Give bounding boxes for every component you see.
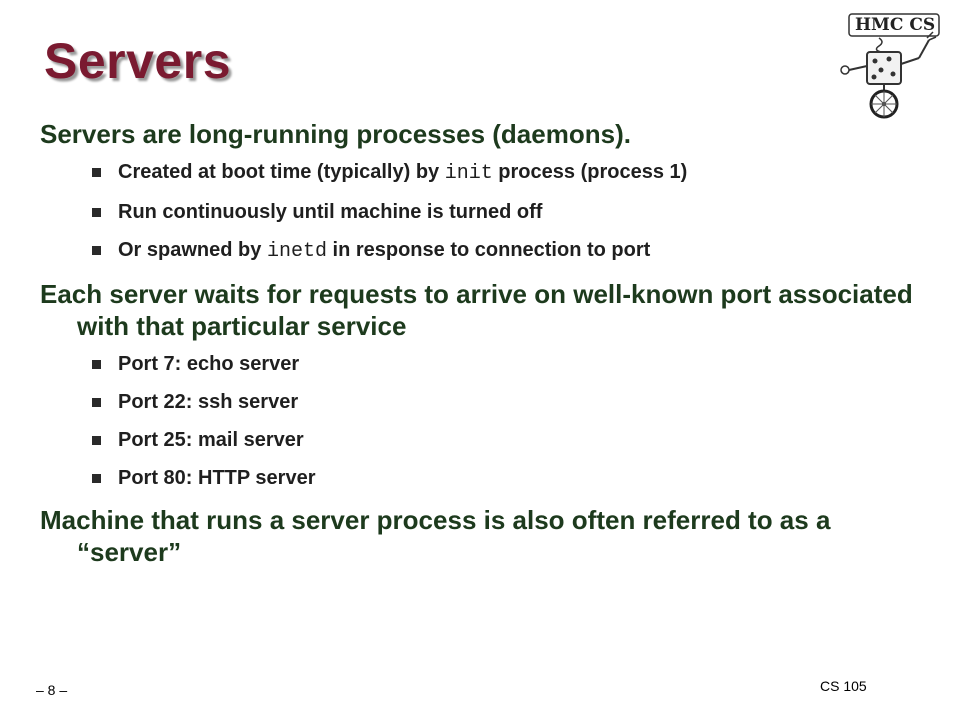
list-item: Created at boot time (typically) by init… xyxy=(92,160,930,186)
point-well-known-ports: Each server waits for requests to arrive… xyxy=(40,278,930,490)
slide-content: Servers are long-running processes (daem… xyxy=(40,118,930,568)
item-text: Port 7: echo server xyxy=(118,353,300,375)
point-heading: Servers are long-running processes (daem… xyxy=(40,119,631,149)
list-item: Port 80: HTTP server xyxy=(92,466,930,490)
square-bullet-icon xyxy=(92,168,101,177)
list-item: Port 7: echo server xyxy=(92,352,930,376)
square-bullet-icon xyxy=(92,246,101,255)
square-bullet-icon xyxy=(92,436,101,445)
item-text: Port 22: ssh server xyxy=(118,391,299,413)
square-bullet-icon xyxy=(92,360,101,369)
item-text-after: process (process 1) xyxy=(492,161,688,183)
square-bullet-icon xyxy=(92,398,101,407)
point-daemons: Servers are long-running processes (daem… xyxy=(40,118,930,264)
list-item: Port 22: ssh server xyxy=(92,390,930,414)
page-number: – 8 – xyxy=(36,682,68,698)
point-heading: Each server waits for requests to arrive… xyxy=(40,279,913,341)
item-text: Port 80: HTTP server xyxy=(118,467,316,489)
sub-list: Port 7: echo server Port 22: ssh server … xyxy=(40,352,930,490)
item-text: Run continuously until machine is turned… xyxy=(118,201,543,223)
item-text: Created at boot time (typically) by xyxy=(118,161,445,183)
list-item: Run continuously until machine is turned… xyxy=(92,200,930,224)
slide-title: Servers xyxy=(44,33,231,89)
item-text: Port 25: mail server xyxy=(118,429,304,451)
square-bullet-icon xyxy=(92,208,101,217)
square-bullet-icon xyxy=(92,474,101,483)
item-text-after: in response to connection to port xyxy=(326,239,651,261)
course-label: CS 105 xyxy=(820,678,867,694)
robot-unicycle-logo-icon: HMC CS xyxy=(840,13,940,119)
list-item: Port 25: mail server xyxy=(92,428,930,452)
code-inetd: inetd xyxy=(266,240,327,263)
sub-list: Created at boot time (typically) by init… xyxy=(40,160,930,264)
point-server-machine: Machine that runs a server process is al… xyxy=(40,504,930,568)
logo-text: HMC CS xyxy=(855,15,935,35)
point-heading: Machine that runs a server process is al… xyxy=(40,505,831,567)
code-init: init xyxy=(444,162,493,185)
item-text: Or spawned by xyxy=(118,239,267,261)
list-item: Or spawned by inetd in response to conne… xyxy=(92,238,930,264)
